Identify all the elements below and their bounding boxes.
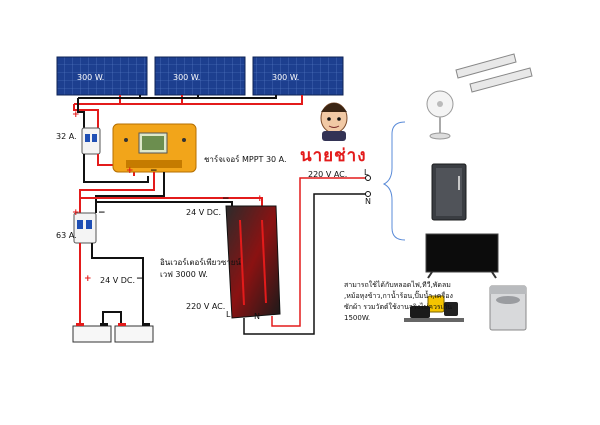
polarity-positive-mark: +	[84, 274, 92, 284]
solar-panel-1	[56, 56, 148, 96]
inverter-dc-label: 24 V DC.	[186, 208, 222, 217]
polarity-positive-mark: +	[256, 194, 264, 204]
inverter-label-line2: เวฟ 3000 W.	[160, 270, 208, 279]
ac-terminal-N	[365, 191, 371, 197]
inverter-neutral-terminal-label: N	[254, 312, 260, 321]
battery-2	[114, 323, 154, 343]
pure-sine-inverter	[225, 205, 281, 319]
inverter-label-line1: อินเวอร์เตอร์เพียวซายน์	[160, 258, 241, 267]
polarity-negative-mark: −	[222, 194, 230, 204]
fluorescent-lamps-icon	[455, 53, 533, 93]
loads-bracket	[382, 121, 406, 241]
small-appliances-icon	[404, 295, 464, 322]
television-icon	[425, 233, 499, 279]
ac-output-wiring	[243, 177, 366, 335]
charger-to-battery-wiring	[79, 172, 165, 213]
polarity-negative-mark: −	[150, 166, 158, 176]
charger-label: ชาร์จเจอร์ MPPT 30 A.	[204, 155, 287, 164]
ac-terminal-L	[365, 175, 371, 181]
ac-line-label: L	[364, 168, 369, 177]
polarity-negative-mark: −	[136, 274, 144, 284]
ac-output-label: 220 V AC.	[308, 170, 348, 179]
panel-3-label: 300 W.	[272, 73, 300, 82]
inverter-ac-label: 220 V AC.	[186, 302, 226, 311]
solar-panel-3	[252, 56, 344, 96]
brand-text: นายช่าง	[300, 146, 367, 166]
panel-2-label: 300 W.	[173, 73, 201, 82]
inverter-line-terminal-label: L	[226, 310, 231, 319]
battery-1	[72, 323, 112, 343]
mppt-charge-controller	[112, 123, 197, 173]
mascot-character	[320, 102, 348, 141]
polarity-positive-mark: +	[72, 208, 80, 218]
panel-1-label: 300 W.	[77, 73, 105, 82]
solar-panel-2	[154, 56, 246, 96]
electric-fan-icon	[426, 90, 454, 140]
ac-neutral-label: N	[365, 197, 371, 206]
washing-machine-icon	[489, 285, 527, 331]
refrigerator-icon	[431, 163, 467, 221]
polarity-positive-mark: +	[72, 110, 80, 120]
battery-wiring	[79, 243, 144, 326]
polarity-positive-mark: +	[126, 166, 134, 176]
breaker-32a-label: 32 A.	[56, 132, 77, 141]
panel-wiring	[73, 95, 303, 128]
loads-description: สามารถใช้ได้กับหลอดไฟ,ทีวี,พัดลม ,หม้อหุ…	[344, 281, 453, 322]
polarity-negative-mark: −	[98, 208, 106, 218]
breaker-63a-label: 63 A.	[56, 231, 77, 240]
battery-voltage-label: 24 V DC.	[100, 276, 136, 285]
breaker-63a	[73, 212, 97, 244]
breaker-32a	[81, 127, 101, 155]
